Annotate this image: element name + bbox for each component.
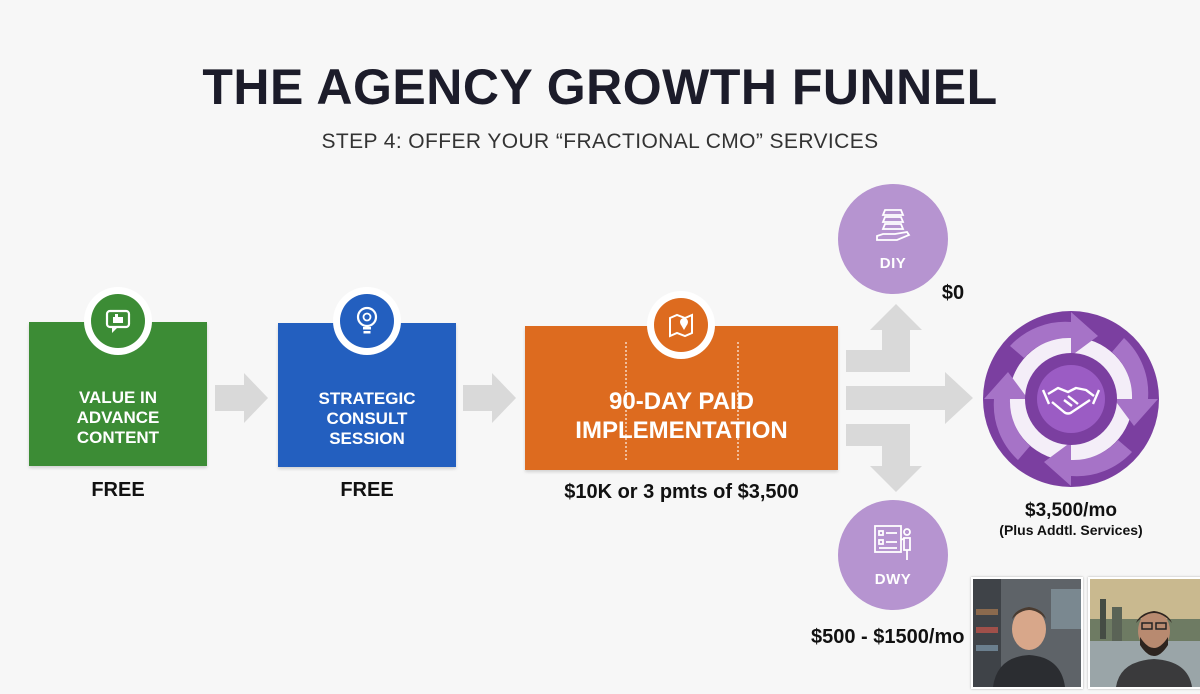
step-label: VALUE IN ADVANCE CONTENT bbox=[76, 388, 160, 447]
step3-badge bbox=[647, 291, 715, 359]
arrow-step1-to-step2 bbox=[215, 373, 268, 423]
dwy-price: $500 - $1500/mo bbox=[811, 626, 965, 648]
step2-badge bbox=[333, 287, 401, 355]
step1-price: FREE bbox=[91, 479, 145, 501]
lightbulb-icon bbox=[340, 294, 394, 348]
step3-price: $10K or 3 pmts of $3,500 bbox=[564, 481, 799, 503]
presentation-board-icon bbox=[871, 522, 915, 567]
dotted-divider bbox=[625, 342, 627, 460]
dwy-option: DWY bbox=[838, 500, 948, 610]
slide-subtitle: STEP 4: OFFER YOUR “FRACTIONAL CMO” SERV… bbox=[321, 130, 879, 153]
diy-option: DIY bbox=[838, 184, 948, 294]
participant-video-1[interactable] bbox=[971, 577, 1083, 689]
step-label: 90-DAY PAID IMPLEMENTATION bbox=[575, 388, 788, 444]
dotted-divider bbox=[737, 342, 739, 460]
hand-layers-icon bbox=[873, 206, 913, 251]
dfy-cycle-graphic bbox=[983, 311, 1159, 487]
map-pin-icon bbox=[654, 298, 708, 352]
participant-video-2[interactable] bbox=[1088, 577, 1200, 689]
step2-price: FREE bbox=[340, 479, 394, 501]
step-label: STRATEGIC CONSULT SESSION bbox=[318, 389, 416, 448]
step1-badge bbox=[84, 287, 152, 355]
dwy-label: DWY bbox=[874, 571, 912, 588]
arrow-to-diy bbox=[846, 304, 922, 372]
person-avatar-icon bbox=[1090, 579, 1200, 687]
diy-label: DIY bbox=[879, 255, 907, 272]
slide-title: THE AGENCY GROWTH FUNNEL bbox=[202, 59, 998, 115]
dfy-price: $3,500/mo bbox=[1025, 500, 1117, 521]
person-avatar-icon bbox=[973, 579, 1081, 687]
arrow-to-dwy bbox=[846, 424, 922, 492]
handshake-icon bbox=[1041, 386, 1101, 415]
arrow-step2-to-step3 bbox=[463, 373, 516, 423]
step-90-day-paid-implementation: 90-DAY PAID IMPLEMENTATION bbox=[525, 326, 838, 470]
diy-price: $0 bbox=[941, 282, 965, 304]
dfy-note: (Plus Addtl. Services) bbox=[999, 522, 1143, 538]
cycle-arrows-icon bbox=[984, 312, 1158, 486]
chat-bubble-icon bbox=[91, 294, 145, 348]
arrow-to-dfy bbox=[846, 372, 973, 424]
